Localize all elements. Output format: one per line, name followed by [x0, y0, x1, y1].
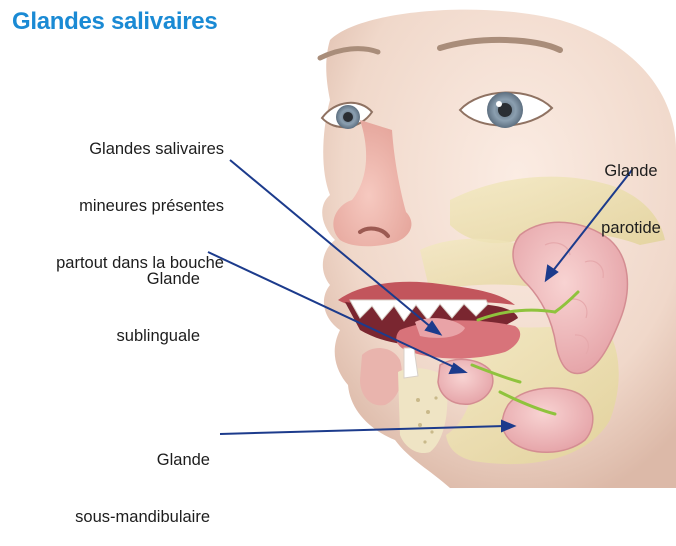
label-sublingual-line-1: Glande: [117, 270, 200, 289]
label-submandibular-line-1: Glande: [75, 451, 210, 470]
label-sublingual-gland: Glande sublinguale: [117, 232, 200, 365]
label-parotid-line-2: parotide: [598, 219, 664, 238]
label-minor-line-1: Glandes salivaires: [56, 140, 224, 159]
label-submandibular-gland: Glande sous-mandibulaire: [75, 413, 210, 546]
submandibular-gland: [502, 388, 592, 452]
label-parotid-gland: Glande parotide: [598, 124, 664, 257]
sublingual-gland: [438, 359, 493, 404]
label-sublingual-line-2: sublinguale: [117, 327, 200, 346]
label-parotid-line-1: Glande: [598, 162, 664, 181]
label-submandibular-line-2: sous-mandibulaire: [75, 508, 210, 527]
diagram-title: Glandes salivaires: [12, 8, 217, 36]
label-minor-line-2: mineures présentes: [56, 197, 224, 216]
